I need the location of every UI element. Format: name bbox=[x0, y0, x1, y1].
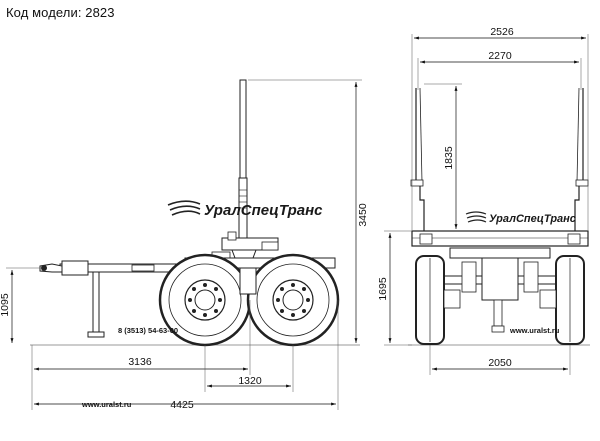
website-side: www.uralst.ru bbox=[81, 400, 132, 409]
rear-stake-right bbox=[574, 87, 589, 232]
dim-stake-height: 1835 bbox=[424, 83, 462, 229]
side-view: УралСпецТранс 8 (3513) 54-63-00 www.ural… bbox=[0, 79, 369, 411]
dim-wheelbase: 1320 bbox=[204, 345, 294, 392]
dim-overall-height: 3450 bbox=[248, 79, 369, 343]
dim-drawbar-height: 1095 bbox=[0, 267, 42, 343]
dim-stake-width: 2270 bbox=[417, 50, 582, 90]
dim-platform-height: 1695 bbox=[377, 230, 412, 346]
dim-overall-length: 4425 bbox=[34, 300, 339, 411]
rear-stake-left bbox=[410, 87, 425, 232]
dim-drawbar-to-axle: 3136 bbox=[31, 300, 251, 410]
brand-logo-side: УралСпецТранс bbox=[167, 200, 323, 219]
side-wheel-rear bbox=[246, 253, 340, 347]
dim-stake-width-label: 2270 bbox=[488, 50, 512, 62]
side-wheel-front bbox=[158, 253, 252, 347]
dim-overall-length-label: 4425 bbox=[170, 399, 194, 411]
dim-overall-width-label: 2526 bbox=[490, 26, 514, 38]
model-code-label: Код модели: 2823 bbox=[6, 5, 115, 20]
brand-name-side: УралСпецТранс bbox=[204, 202, 323, 219]
dim-platform-height-label: 1695 bbox=[377, 277, 389, 301]
rear-wheel-left bbox=[415, 255, 461, 345]
dim-track-width-label: 2050 bbox=[488, 357, 512, 369]
brand-phone: 8 (3513) 54-63-00 bbox=[118, 326, 178, 335]
dim-drawbar-height-label: 1095 bbox=[0, 293, 11, 317]
brand-name-rear: УралСпецТранс bbox=[489, 213, 576, 225]
dim-overall-width: 2526 bbox=[411, 26, 589, 230]
rear-view: УралСпецТранс www.uralst.ru 2526 2270 18… bbox=[377, 26, 590, 375]
dim-track-width: 2050 bbox=[429, 345, 571, 375]
brand-logo-rear: УралСпецТранс bbox=[465, 211, 576, 225]
dim-drawbar-to-axle-label: 3136 bbox=[128, 356, 152, 368]
dim-stake-height-label: 1835 bbox=[443, 146, 455, 170]
rear-wheel-right bbox=[539, 255, 585, 345]
website-rear: www.uralst.ru bbox=[509, 326, 560, 335]
dim-overall-height-label: 3450 bbox=[357, 203, 369, 227]
dim-wheelbase-label: 1320 bbox=[238, 375, 262, 387]
